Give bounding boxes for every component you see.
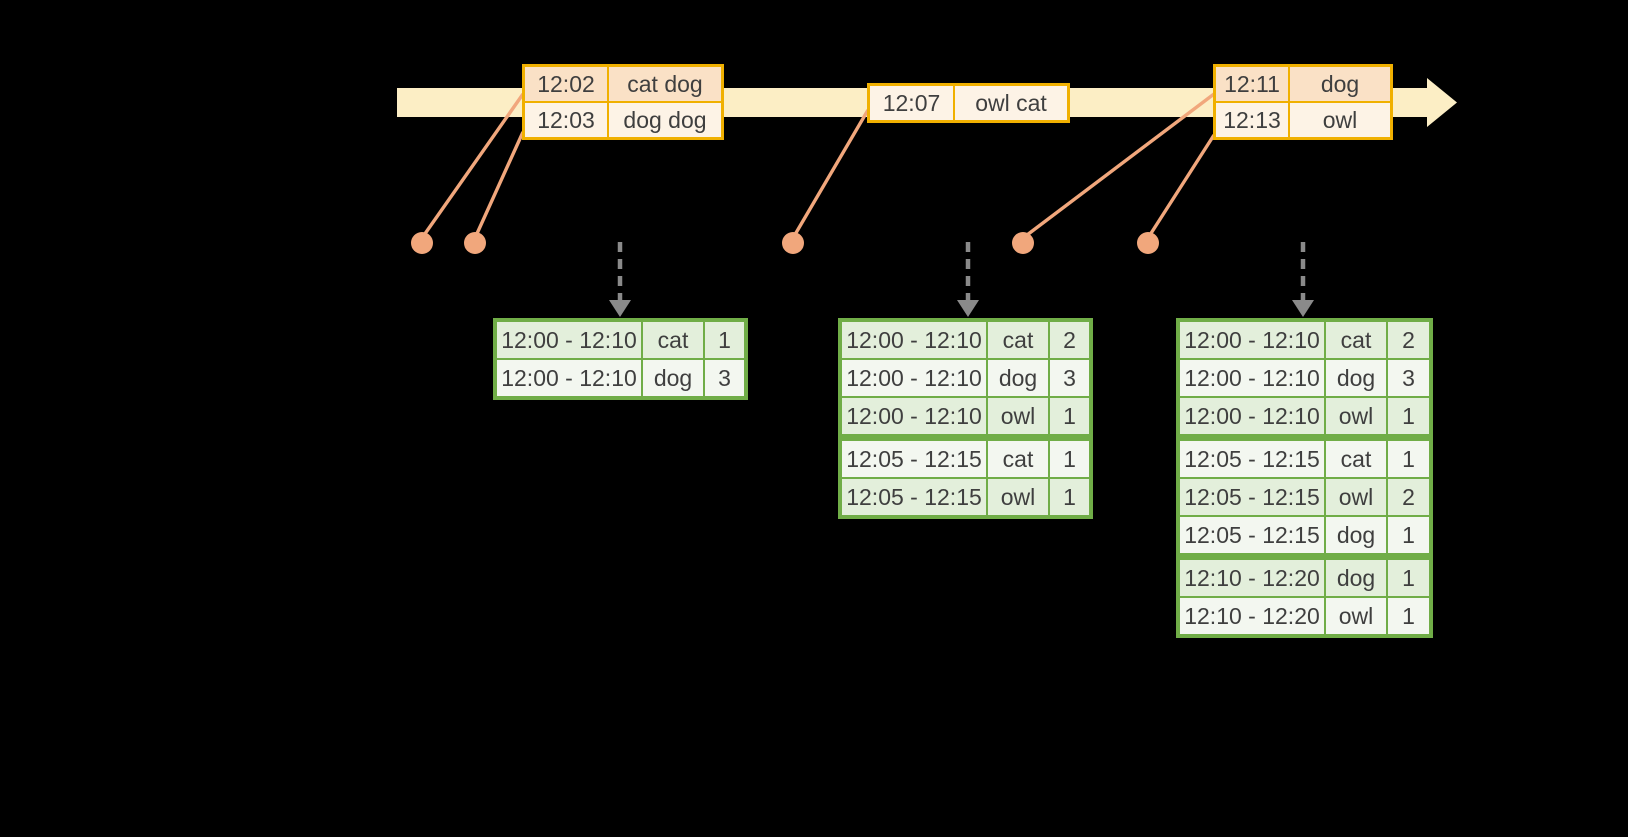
event-marker-dot-icon [1012,232,1034,254]
trigger-arrow-icon [957,242,979,317]
result-window-cell: 12:10 - 12:20 [1180,560,1324,596]
trigger-arrow-icon [609,242,631,317]
result-count-cell: 1 [1388,598,1429,634]
result-window-cell: 12:05 - 12:15 [1180,479,1324,515]
window-group-separator [842,436,1089,439]
result-count-cell: 1 [1050,441,1089,477]
result-count-cell: 2 [1388,479,1429,515]
result-count-cell: 3 [705,360,744,396]
event-words-cell: dog [1290,67,1390,101]
event-words-cell: cat dog [609,67,721,101]
trigger-arrowhead-icon [609,300,631,317]
window-group-separator [1180,436,1429,439]
result-count-cell: 1 [1050,479,1089,515]
connector-line [1021,92,1216,240]
event-time-cell: 12:02 [525,67,607,101]
result-window-cell: 12:00 - 12:10 [1180,398,1324,434]
result-window-cell: 12:00 - 12:10 [842,360,986,396]
result-count-cell: 1 [705,322,744,358]
result-count-cell: 1 [1050,398,1089,434]
event-words-cell: owl [1290,103,1390,137]
result-word-cell: owl [988,398,1048,434]
result-word-cell: owl [1326,398,1386,434]
event-time-cell: 12:07 [870,86,953,120]
result-word-cell: owl [988,479,1048,515]
event-connectors [411,92,1216,254]
result-count-cell: 1 [1388,441,1429,477]
result-word-cell: dog [1326,560,1386,596]
timeline-arrowhead-icon [1427,78,1457,127]
result-word-cell: owl [1326,598,1386,634]
result-window-cell: 12:05 - 12:15 [1180,517,1324,553]
result-word-cell: cat [643,322,703,358]
event-marker-dot-icon [411,232,433,254]
result-count-cell: 2 [1050,322,1089,358]
result-window-cell: 12:05 - 12:15 [842,441,986,477]
result-word-cell: dog [988,360,1048,396]
result-count-cell: 1 [1388,517,1429,553]
result-window-cell: 12:00 - 12:10 [1180,322,1324,358]
connector-line [473,131,525,239]
trigger-arrowhead-icon [1292,300,1314,317]
event-marker-dot-icon [1137,232,1159,254]
event-time-cell: 12:03 [525,103,607,137]
result-window-cell: 12:00 - 12:10 [497,360,641,396]
event-marker-dot-icon [782,232,804,254]
result-count-cell: 1 [1388,398,1429,434]
result-word-cell: dog [643,360,703,396]
event-time-cell: 12:13 [1216,103,1288,137]
result-word-cell: cat [988,322,1048,358]
result-window-cell: 12:05 - 12:15 [842,479,986,515]
result-word-cell: owl [1326,479,1386,515]
result-count-cell: 3 [1050,360,1089,396]
trigger-arrow-icon [1292,242,1314,317]
result-word-cell: cat [988,441,1048,477]
result-count-cell: 2 [1388,322,1429,358]
result-window-cell: 12:05 - 12:15 [1180,441,1324,477]
result-word-cell: cat [1326,322,1386,358]
event-words-cell: dog dog [609,103,721,137]
connector-line [1146,134,1216,239]
result-word-cell: cat [1326,441,1386,477]
result-word-cell: dog [1326,360,1386,396]
result-window-cell: 12:00 - 12:10 [842,398,986,434]
window-group-separator [1180,555,1429,558]
result-word-cell: dog [1326,517,1386,553]
connector-line [420,93,525,239]
result-window-cell: 12:10 - 12:20 [1180,598,1324,634]
event-marker-dot-icon [464,232,486,254]
connector-line [791,109,870,239]
result-window-cell: 12:00 - 12:10 [842,322,986,358]
event-time-cell: 12:11 [1216,67,1288,101]
result-window-cell: 12:00 - 12:10 [497,322,641,358]
result-window-cell: 12:00 - 12:10 [1180,360,1324,396]
event-words-cell: owl cat [955,86,1067,120]
result-count-cell: 3 [1388,360,1429,396]
result-count-cell: 1 [1388,560,1429,596]
trigger-arrowhead-icon [957,300,979,317]
